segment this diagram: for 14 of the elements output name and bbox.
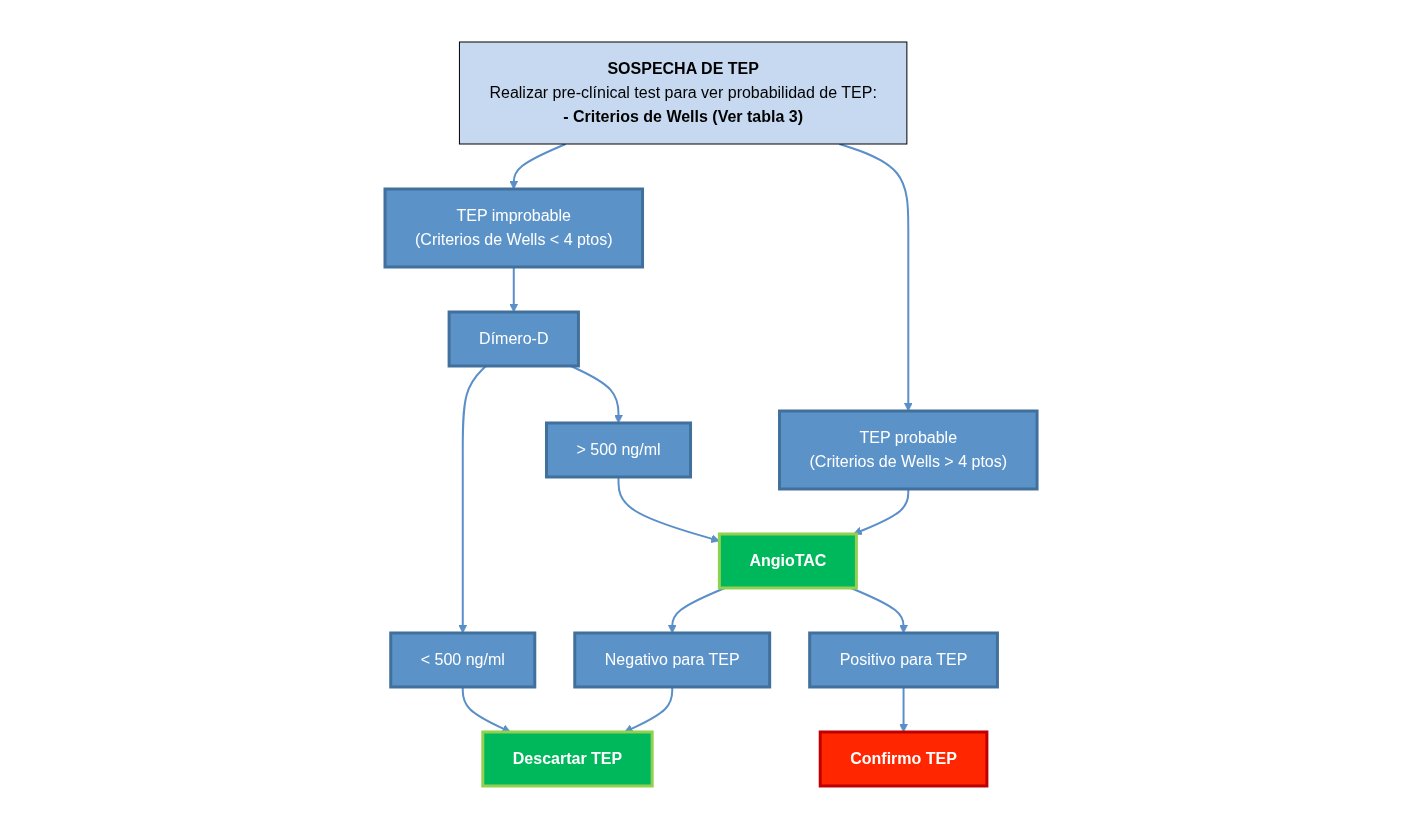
arrow <box>617 476 720 543</box>
node-box: Dímero-D <box>447 310 580 368</box>
node-box: TEP improbable (Criterios de Wells < 4 ptos) <box>383 187 644 269</box>
node-box: Descartar TEP <box>481 730 654 788</box>
node-box: Confirmo TEP <box>818 730 989 788</box>
node-box: Negativo para TEP <box>573 631 772 689</box>
arrow <box>853 488 910 536</box>
node-box: TEP probable (Criterios de Wells > 4 ptos) <box>778 409 1039 491</box>
node-box: < 500 ng/ml <box>389 631 537 689</box>
node-box: AngioTAC <box>717 532 858 590</box>
node-box: > 500 ng/ml <box>544 421 692 479</box>
node-box: Positivo para TEP <box>808 631 999 689</box>
node-box: SOSPECHA DE TEP Realizar pre-clínical test para ver probabilidad de TEP: - Criterios de Wells (Ver tabla 3) <box>458 41 908 145</box>
arrow <box>509 143 567 190</box>
